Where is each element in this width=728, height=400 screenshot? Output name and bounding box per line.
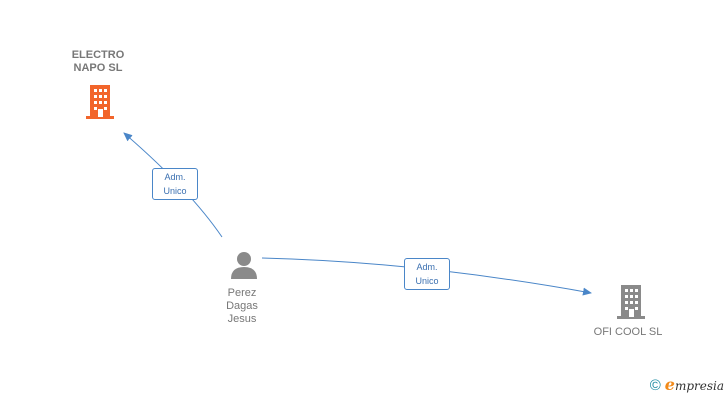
person-node-label[interactable]: Perez Dagas Jesus [202,287,282,326]
person-name-line3: Jesus [227,313,257,325]
edge-label-line1: Adm. [164,172,186,182]
company-node-oficool-label[interactable]: OFI COOL SL [578,326,678,339]
edge-label-line2: Unico [415,276,439,286]
person-icon[interactable] [229,250,259,280]
edge-label-line2: Unico [163,186,187,196]
copyright-icon: © [649,377,661,394]
edge-label-adm-unico[interactable]: Adm. Unico [152,168,198,200]
edge-label-adm-unico[interactable]: Adm. Unico [404,258,450,290]
edge-label-line1: Adm. [416,262,438,272]
company-name-line1: ELECTRO [71,49,125,61]
building-icon[interactable] [84,84,116,120]
company-name: OFI COOL SL [593,326,663,338]
company-node-electro-label[interactable]: ELECTRO NAPO SL [48,49,148,75]
brand-e: e [664,375,675,394]
person-name-line2: Dagas [226,300,258,312]
brand-name: mpresia [674,379,724,393]
company-name-line2: NAPO SL [73,62,123,74]
person-name-line1: Perez [227,287,257,299]
empresia-logo[interactable]: ©empresia [650,375,724,394]
building-icon[interactable] [615,284,647,320]
